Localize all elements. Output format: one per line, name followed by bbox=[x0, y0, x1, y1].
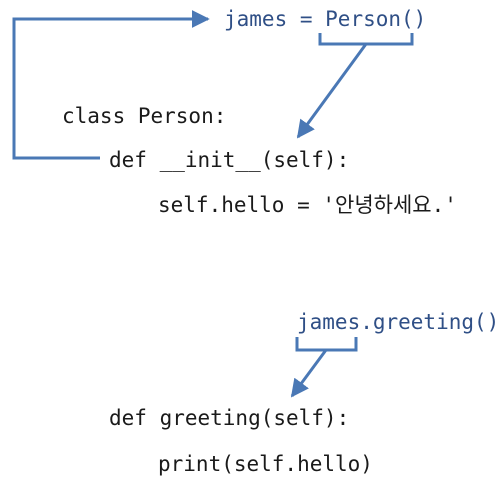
greeting-definition-line: def greeting(self): bbox=[109, 406, 350, 430]
class-definition-line: class Person: bbox=[62, 104, 227, 128]
james-assign-text: james = bbox=[224, 7, 326, 31]
greeting-body-line: print(self.hello) bbox=[158, 452, 373, 476]
greeting-call: james.greeting() bbox=[297, 310, 499, 334]
init-body-line: self.hello = '안녕하세요.' bbox=[158, 193, 457, 217]
person-bracket bbox=[318, 33, 414, 46]
person-constructor-call: Person() bbox=[325, 7, 427, 31]
person-to-init-arrow bbox=[296, 43, 368, 139]
james-assignment: james = Person() bbox=[224, 7, 426, 31]
init-definition-line: def __init__(self): bbox=[109, 148, 350, 172]
init-to-james-arrow bbox=[12, 10, 210, 160]
james-bracket bbox=[295, 337, 358, 352]
james-to-self-arrow bbox=[290, 349, 328, 398]
